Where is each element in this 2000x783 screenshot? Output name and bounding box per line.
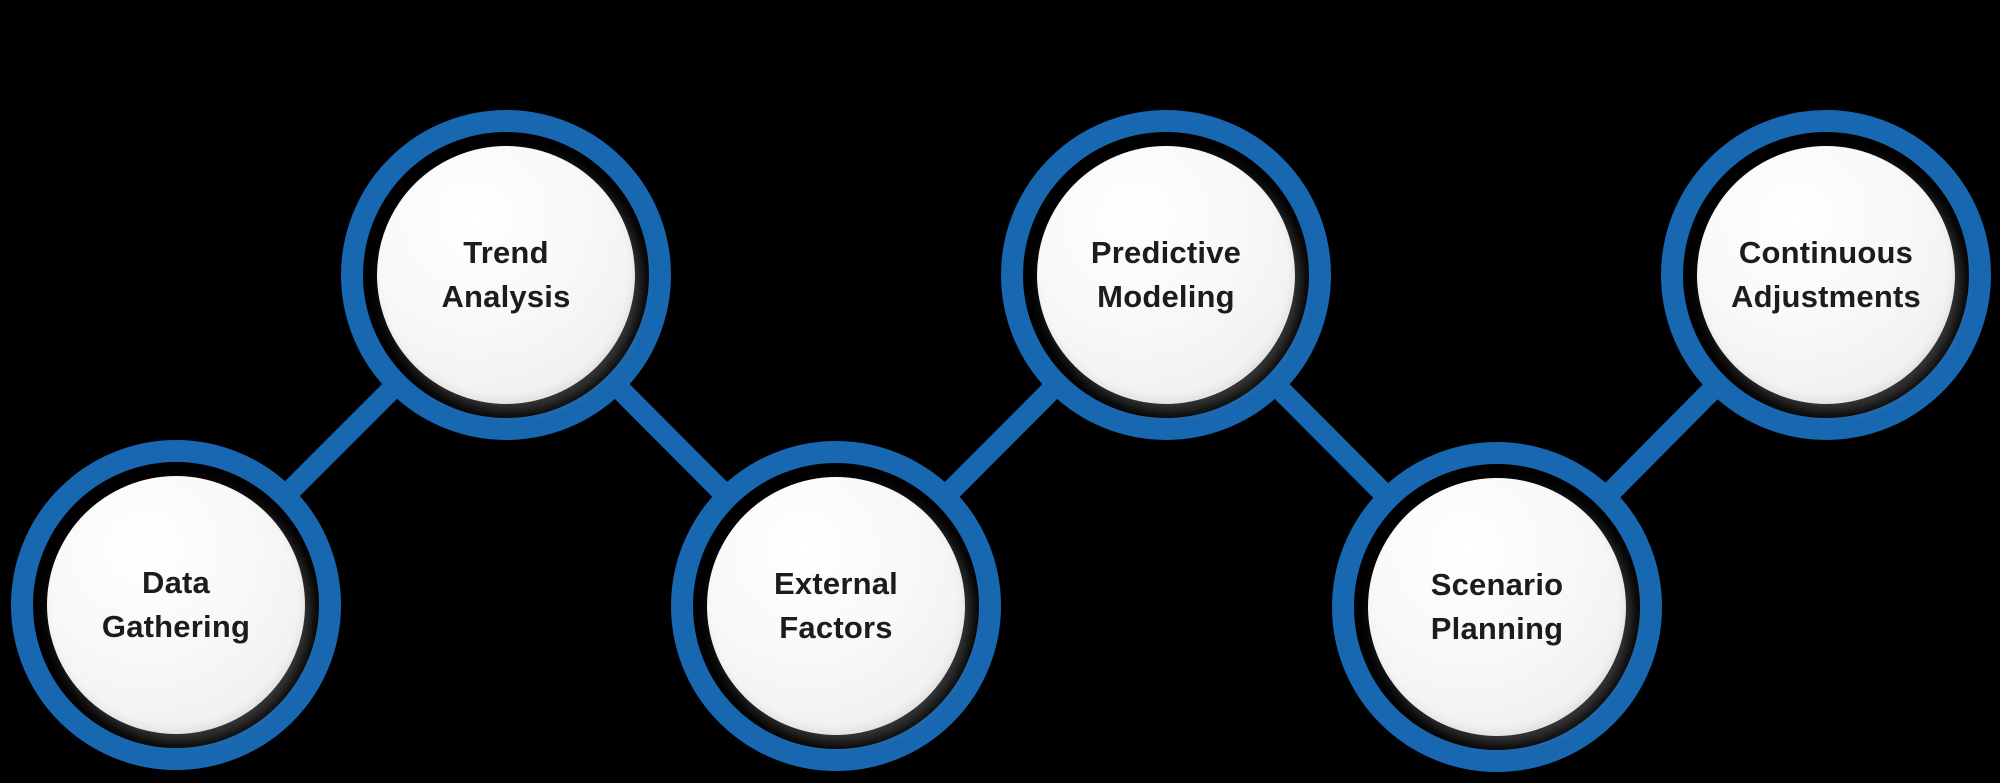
- node-label-line1: External: [774, 565, 898, 601]
- node-label-line2: Gathering: [101, 609, 251, 644]
- node-label-line2: Adjustments: [1731, 279, 1921, 314]
- node-label-line2: Factors: [779, 610, 893, 645]
- node-label-line1: Continuous: [1738, 234, 1914, 270]
- node-label-line1: Predictive: [1090, 234, 1242, 270]
- node-label-line2: Analysis: [441, 279, 571, 314]
- node-label-line1: Scenario: [1430, 566, 1564, 602]
- node-label-line1: Data: [141, 564, 210, 600]
- node-label-line2: Modeling: [1097, 279, 1235, 314]
- node-label-line1: Trend: [463, 234, 549, 270]
- node-label-line2: Planning: [1430, 611, 1564, 646]
